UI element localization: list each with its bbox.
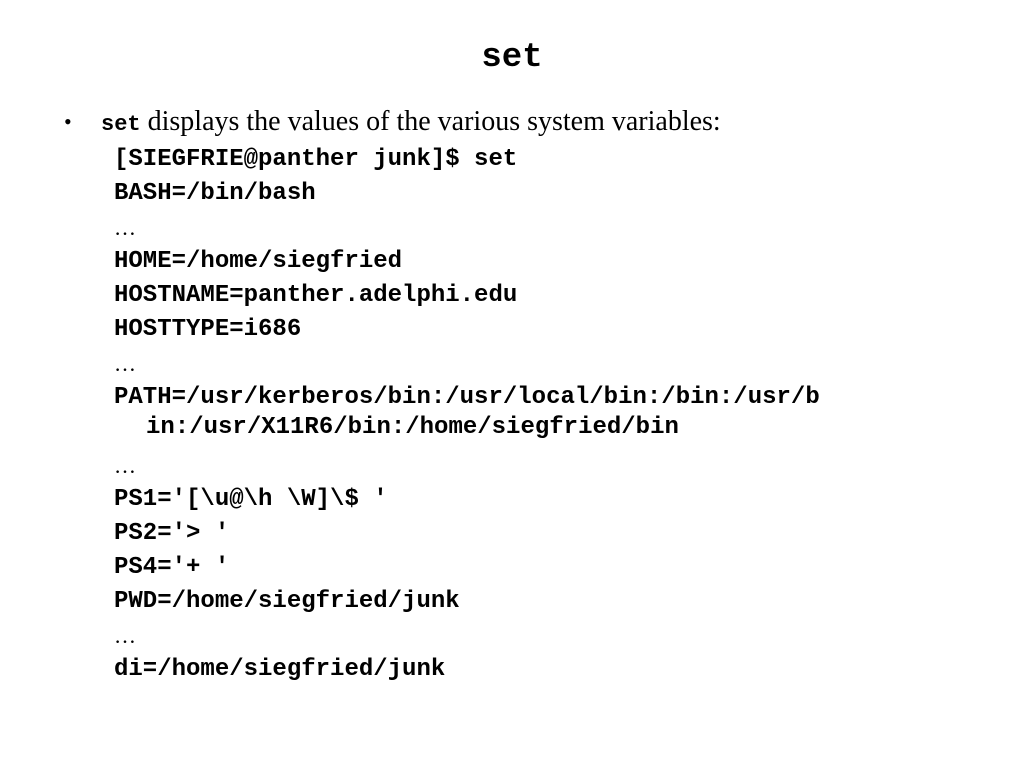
terminal-line-ps4: PS4='+ ' <box>114 554 230 581</box>
terminal-line-ellipsis: … <box>114 215 136 240</box>
terminal-line-hostname: HOSTNAME=panther.adelphi.edu <box>114 282 518 309</box>
terminal-line-path-part-2: in:/usr/X11R6/bin:/home/siegfried/bin <box>146 414 679 441</box>
bullet-text: set displays the values of the various s… <box>101 104 721 144</box>
bullet-description: displays the values of the various syste… <box>140 106 721 137</box>
terminal-line-ellipsis: … <box>114 351 136 376</box>
bullet-item: • set displays the values of the various… <box>64 104 984 140</box>
terminal-line-ellipsis: … <box>114 453 136 478</box>
terminal-line-ps1: PS1='[\u@\h \W]\$ ' <box>114 486 388 513</box>
terminal-output: [SIEGFRIE@panther junk]$ set BASH=/bin/b… <box>114 143 994 687</box>
terminal-line-bash: BASH=/bin/bash <box>114 180 316 207</box>
terminal-line-home: HOME=/home/siegfried <box>114 248 403 275</box>
terminal-line-prompt: [SIEGFRIE@panther junk]$ set <box>114 146 518 173</box>
terminal-line-path: PATH=/usr/kerberos/bin:/usr/local/bin:/b… <box>114 381 994 441</box>
terminal-line-pwd: PWD=/home/siegfried/junk <box>114 588 460 615</box>
terminal-line-ps2: PS2='> ' <box>114 520 230 547</box>
bullet-marker: • <box>64 109 72 134</box>
terminal-line-hosttype: HOSTTYPE=i686 <box>114 316 302 343</box>
terminal-line-path-part-1: PATH=/usr/kerberos/bin:/usr/local/bin:/b… <box>114 384 820 411</box>
slide-title: set <box>481 39 543 77</box>
command-name: set <box>101 112 141 137</box>
terminal-line-ellipsis: … <box>114 623 136 648</box>
terminal-line-di: di=/home/siegfried/junk <box>114 656 446 683</box>
